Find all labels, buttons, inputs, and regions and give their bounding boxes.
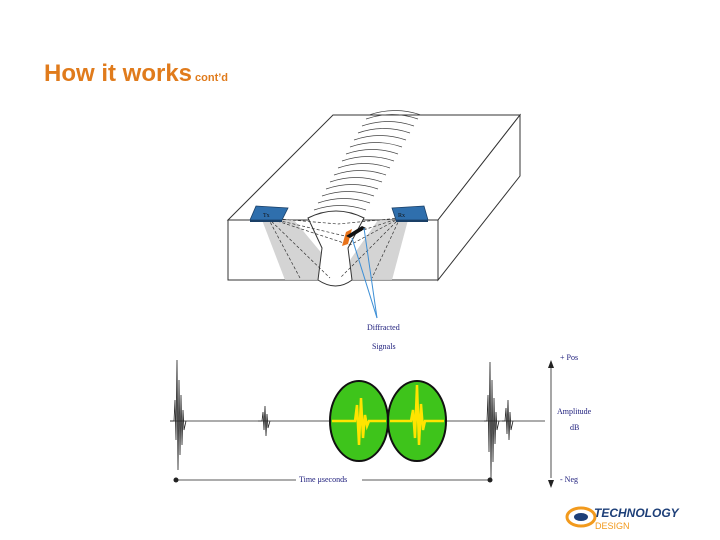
time-axis-label: Time μseconds (299, 475, 347, 484)
neg-label: - Neg (560, 475, 578, 484)
beam-fan-rx (336, 220, 408, 280)
crack-defect (342, 226, 366, 246)
probe-tx: Tx (249, 205, 289, 222)
signal-trace-top (332, 397, 386, 446)
block-side-face (437, 113, 521, 282)
logo-swoosh-icon (565, 506, 597, 528)
signal-trace-bottom (390, 384, 444, 446)
weld-block: Tx Rx (226, 110, 522, 287)
diffracted-label: Diffracted (367, 323, 400, 332)
pos-label: + Pos (560, 353, 578, 362)
signals-label: Signals (372, 342, 396, 351)
probe-rx-label: Rx (398, 213, 405, 219)
technology-design-logo: TECHNOLOGY DESIGN (565, 506, 680, 531)
amplitude-label: Amplitude (557, 407, 592, 416)
lateral-wave (170, 359, 187, 471)
probe-rx: Rx (391, 205, 429, 222)
diffraction-pointer-lines (351, 227, 378, 319)
db-label: dB (570, 423, 579, 432)
weld-cross-section (307, 210, 365, 287)
logo-name: TECHNOLOGY (594, 506, 680, 520)
small-pulse (258, 405, 271, 437)
probe-tx-label: Tx (263, 213, 270, 219)
amplitude-axis: + Pos Amplitude dB - Neg (548, 353, 592, 488)
a-scan (170, 359, 545, 479)
slide-title-suffix: cont’d (195, 72, 229, 84)
time-axis: Time μseconds (173, 472, 493, 486)
small-pulse-right (502, 399, 514, 441)
backwall-echo (484, 361, 500, 479)
logo-sub: DESIGN (595, 521, 630, 531)
slide-title-main: How it works (44, 60, 193, 87)
